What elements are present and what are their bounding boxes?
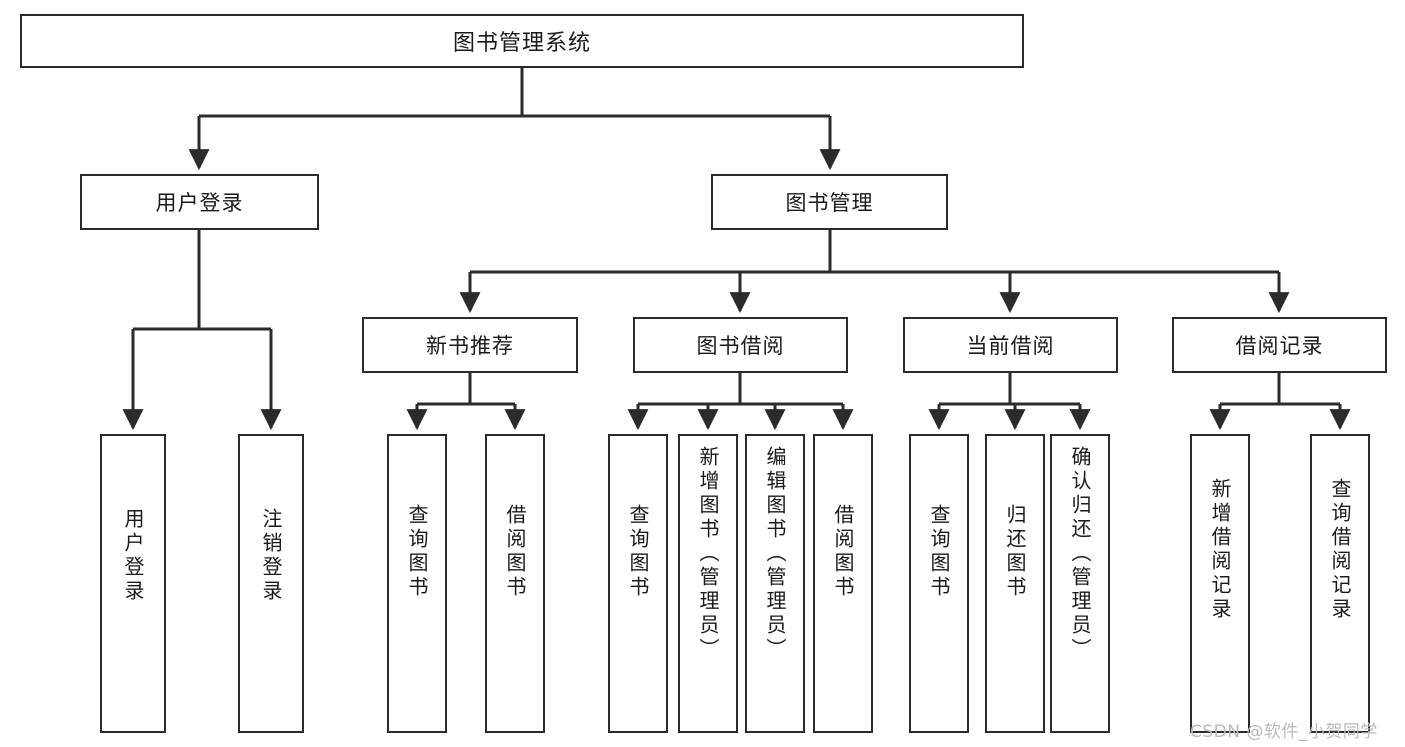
leaf-query-book-borrow[interactable]: 查询图书 xyxy=(608,434,668,733)
node-book-management[interactable]: 图书管理 xyxy=(711,174,948,230)
leaf-query-book-current[interactable]: 查询图书 xyxy=(909,434,969,733)
leaf-edit-book-admin[interactable]: 编辑图书（管理员） xyxy=(745,434,805,733)
leaf-label: 确认归还（管理员） xyxy=(1068,446,1092,662)
leaf-return-book[interactable]: 归还图书 xyxy=(985,434,1045,733)
leaf-label: 查询图书 xyxy=(927,504,951,600)
node-book-borrow[interactable]: 图书借阅 xyxy=(633,317,848,373)
node-current-borrow[interactable]: 当前借阅 xyxy=(903,317,1118,373)
leaf-borrow-book[interactable]: 借阅图书 xyxy=(813,434,873,733)
leaf-label: 注销登录 xyxy=(259,508,283,604)
leaf-label: 借阅图书 xyxy=(503,504,527,600)
leaf-logout[interactable]: 注销登录 xyxy=(238,434,304,733)
leaf-confirm-return-admin[interactable]: 确认归还（管理员） xyxy=(1050,434,1110,733)
node-label: 图书管理 xyxy=(785,191,874,215)
node-new-book-recommend[interactable]: 新书推荐 xyxy=(362,317,578,373)
leaf-label: 新增借阅记录 xyxy=(1208,478,1232,622)
node-borrow-record[interactable]: 借阅记录 xyxy=(1172,317,1387,373)
leaf-label: 归还图书 xyxy=(1003,504,1027,600)
node-label: 用户登录 xyxy=(155,191,244,215)
leaf-add-book-admin[interactable]: 新增图书（管理员） xyxy=(678,434,738,733)
node-label: 新书推荐 xyxy=(426,334,514,358)
node-label: 当前借阅 xyxy=(966,334,1055,358)
node-label: 图书借阅 xyxy=(696,334,785,358)
leaf-add-borrow-record[interactable]: 新增借阅记录 xyxy=(1190,434,1250,733)
leaf-borrow-book-rec[interactable]: 借阅图书 xyxy=(485,434,545,733)
leaf-label: 新增图书（管理员） xyxy=(696,446,720,662)
leaf-label: 编辑图书（管理员） xyxy=(763,446,787,662)
leaf-user-login[interactable]: 用户登录 xyxy=(100,434,166,733)
watermark-text: CSDN @软件_小贺同学 xyxy=(1190,722,1378,742)
leaf-label: 查询图书 xyxy=(405,504,429,600)
node-user-login[interactable]: 用户登录 xyxy=(80,174,319,230)
leaf-label: 用户登录 xyxy=(121,508,145,604)
node-label: 图书管理系统 xyxy=(452,31,591,56)
leaf-label: 借阅图书 xyxy=(831,504,855,600)
leaf-query-borrow-record[interactable]: 查询借阅记录 xyxy=(1310,434,1370,733)
leaf-label: 查询图书 xyxy=(626,504,650,600)
leaf-label: 查询借阅记录 xyxy=(1328,478,1352,622)
node-label: 借阅记录 xyxy=(1235,334,1324,358)
node-root-system[interactable]: 图书管理系统 xyxy=(20,14,1024,68)
csdn-watermark: CSDN @软件_小贺同学 xyxy=(1190,717,1378,742)
leaf-query-book-rec[interactable]: 查询图书 xyxy=(387,434,447,733)
